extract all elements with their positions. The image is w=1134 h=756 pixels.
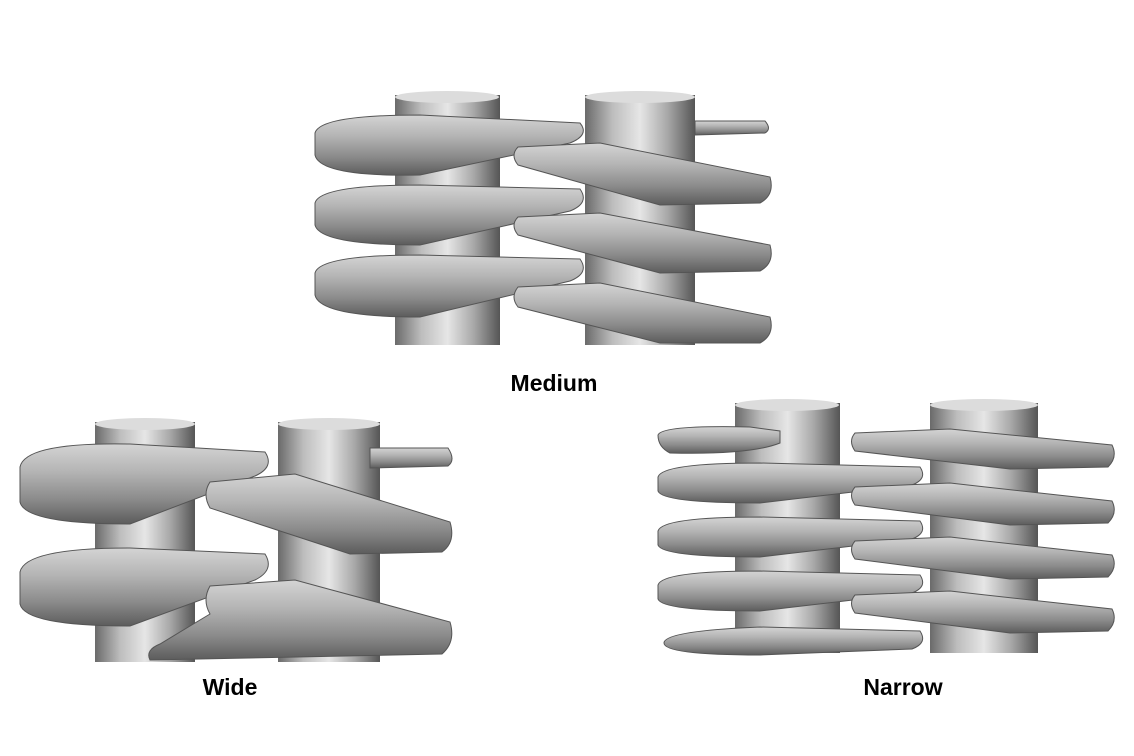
label-medium: Medium xyxy=(510,370,598,396)
screw-narrow xyxy=(650,395,1122,660)
screw-medium-image xyxy=(314,91,772,345)
screw-narrow-image xyxy=(657,399,1115,656)
screw-wide xyxy=(10,412,460,667)
screw-wide-image xyxy=(19,418,453,662)
label-narrow: Narrow xyxy=(863,674,943,700)
label-wide: Wide xyxy=(202,674,258,700)
screw-medium xyxy=(300,85,780,350)
